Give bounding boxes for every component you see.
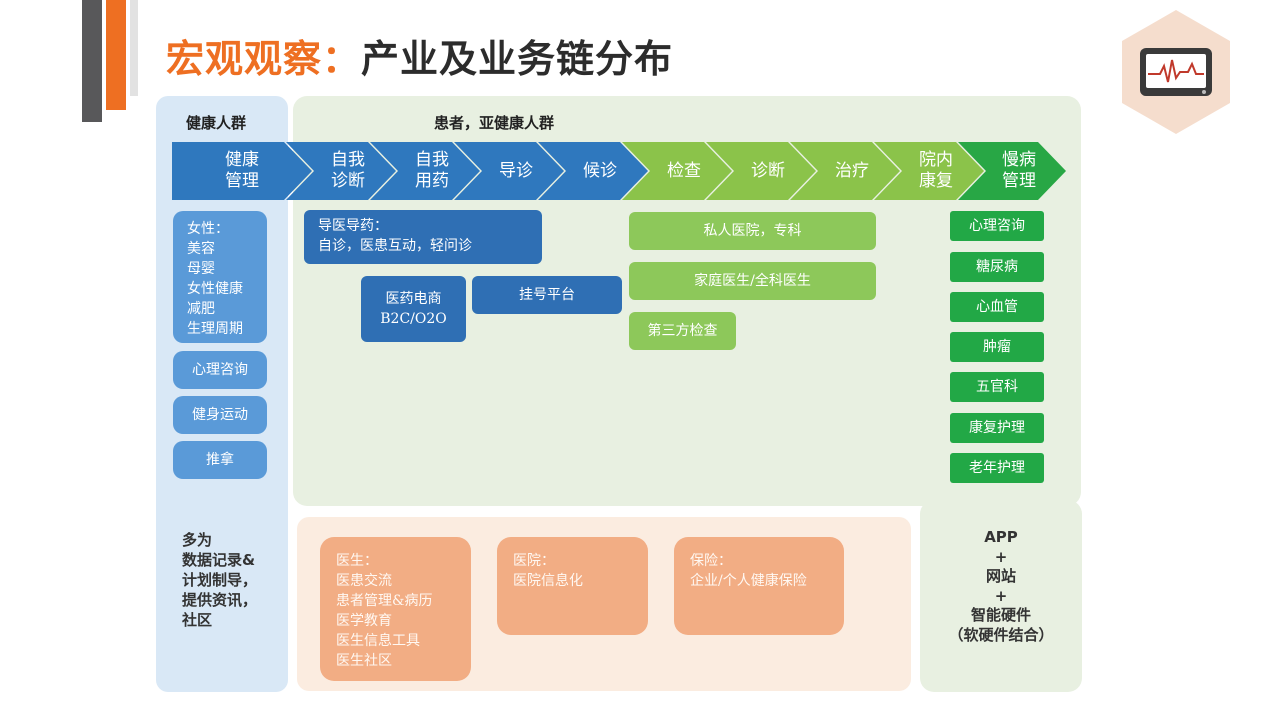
chronic-item-psych: 心理咨询 [950, 211, 1044, 241]
accent-bar-orange [106, 0, 126, 110]
psych-consult-box: 心理咨询 [173, 351, 267, 389]
chronic-item-elderly-care: 老年护理 [950, 453, 1044, 483]
fitness-box: 健身运动 [173, 396, 267, 434]
doctor-box: 医生： 医患交流 患者管理&病历 医学教育 医生信息工具 医生社区 [320, 537, 471, 681]
third-party-exam-box: 第三方检查 [629, 312, 736, 350]
chain-step-health-management: 健康 管理 [172, 142, 312, 200]
insurance-box: 保险： 企业/个人健康保险 [674, 537, 844, 635]
page-title: 宏观观察：产业及业务链分布 [166, 28, 673, 83]
right-summary-note: APP + 网站 + 智能硬件 （软硬件结合） [948, 528, 1054, 644]
guide-box: 导医导药： 自诊，医患互动，轻问诊 [304, 210, 542, 264]
hospital-box: 医院： 医院信息化 [497, 537, 648, 635]
ecommerce-box: 医药电商 B2C/O2O [361, 276, 466, 342]
accent-bar-dark [82, 0, 102, 122]
private-hospital-box: 私人医院，专科 [629, 212, 876, 250]
title-highlight: 宏观观察： [166, 37, 362, 81]
chronic-item-rehab-care: 康复护理 [950, 413, 1044, 443]
chronic-item-diabetes: 糖尿病 [950, 252, 1044, 282]
chronic-item-ent: 五官科 [950, 372, 1044, 402]
heart-monitor-icon [1140, 48, 1212, 96]
accent-bar-gray [130, 0, 138, 96]
massage-box: 推拿 [173, 441, 267, 479]
registration-box: 挂号平台 [472, 276, 622, 314]
title-rest: 产业及业务链分布 [361, 37, 674, 81]
group-label-patients: 患者，亚健康人群 [434, 114, 555, 132]
chronic-item-cardio: 心血管 [950, 292, 1044, 322]
group-label-healthy: 健康人群 [186, 114, 247, 132]
chronic-note-panel [920, 500, 1082, 692]
hexagon-badge [1122, 10, 1230, 134]
women-health-box: 女性： 美容 母婴 女性健康 减肥 生理周期 [173, 211, 267, 343]
chronic-item-tumor: 肿瘤 [950, 332, 1044, 362]
family-doctor-box: 家庭医生/全科医生 [629, 262, 876, 300]
left-summary-note: 多为 数据记录& 计划制导， 提供资讯， 社区 [182, 531, 258, 629]
